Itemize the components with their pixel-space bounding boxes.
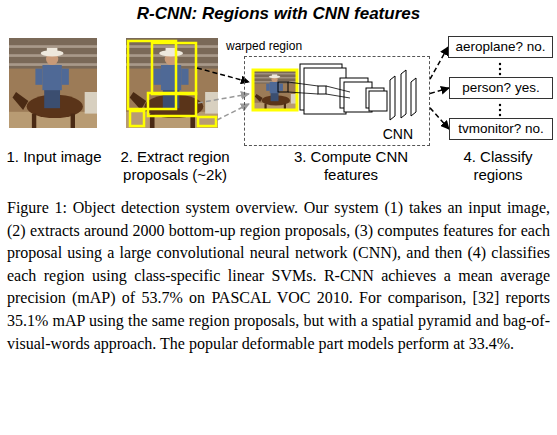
conv-line (326, 94, 350, 98)
conv-layer (369, 91, 387, 111)
feature-arrow (430, 88, 449, 94)
feature-arrow (430, 47, 448, 79)
conv-window (318, 86, 326, 94)
conv-line (288, 82, 318, 86)
callout-label: warped region (226, 39, 302, 53)
proposal-boxes (128, 41, 216, 126)
step-label: 3. Compute CNN features (292, 148, 410, 184)
dot (499, 73, 501, 75)
dot (499, 109, 501, 111)
caption: Figure 1: Object detection system overvi… (7, 197, 550, 355)
class-box: aeroplane? no. (448, 36, 553, 58)
class-box: person? yes. (449, 77, 553, 99)
cnn-layers (300, 64, 416, 120)
step-label: 1. Input image (6, 148, 102, 166)
fc-layer (411, 78, 416, 116)
node-text: CNN (383, 126, 413, 142)
proposal-photo (126, 38, 218, 128)
dot (499, 68, 501, 70)
conv-line (326, 86, 350, 92)
title: R-CNN: Regions with CNN features (0, 3, 557, 25)
input-photo (9, 38, 97, 128)
feature-arrow (430, 108, 449, 129)
warped-photo (253, 70, 297, 110)
class-box: tvmonitor? no. (449, 118, 553, 140)
step-label: 2. Extract region proposals (~2k) (110, 148, 240, 184)
proposal-box (198, 117, 216, 126)
proposal-box (130, 111, 144, 126)
conv-line (288, 92, 318, 94)
dot (499, 114, 501, 116)
proposal-box (152, 43, 196, 94)
warp-arrow (198, 94, 249, 103)
fc-layer (390, 76, 395, 120)
fc-layer (401, 70, 406, 118)
node-text: tvmonitor? no. (458, 121, 544, 137)
step-label: 4. Classify regions (446, 148, 550, 184)
dot (499, 63, 501, 65)
warp-arrow (197, 68, 249, 82)
proposal-box (148, 93, 196, 116)
cnn-region: CNN (244, 56, 430, 146)
conv-window (278, 82, 288, 92)
dot (499, 104, 501, 106)
node-text: aeroplane? no. (455, 39, 545, 55)
node-text: person? yes. (462, 80, 539, 96)
warped-border (253, 70, 297, 110)
